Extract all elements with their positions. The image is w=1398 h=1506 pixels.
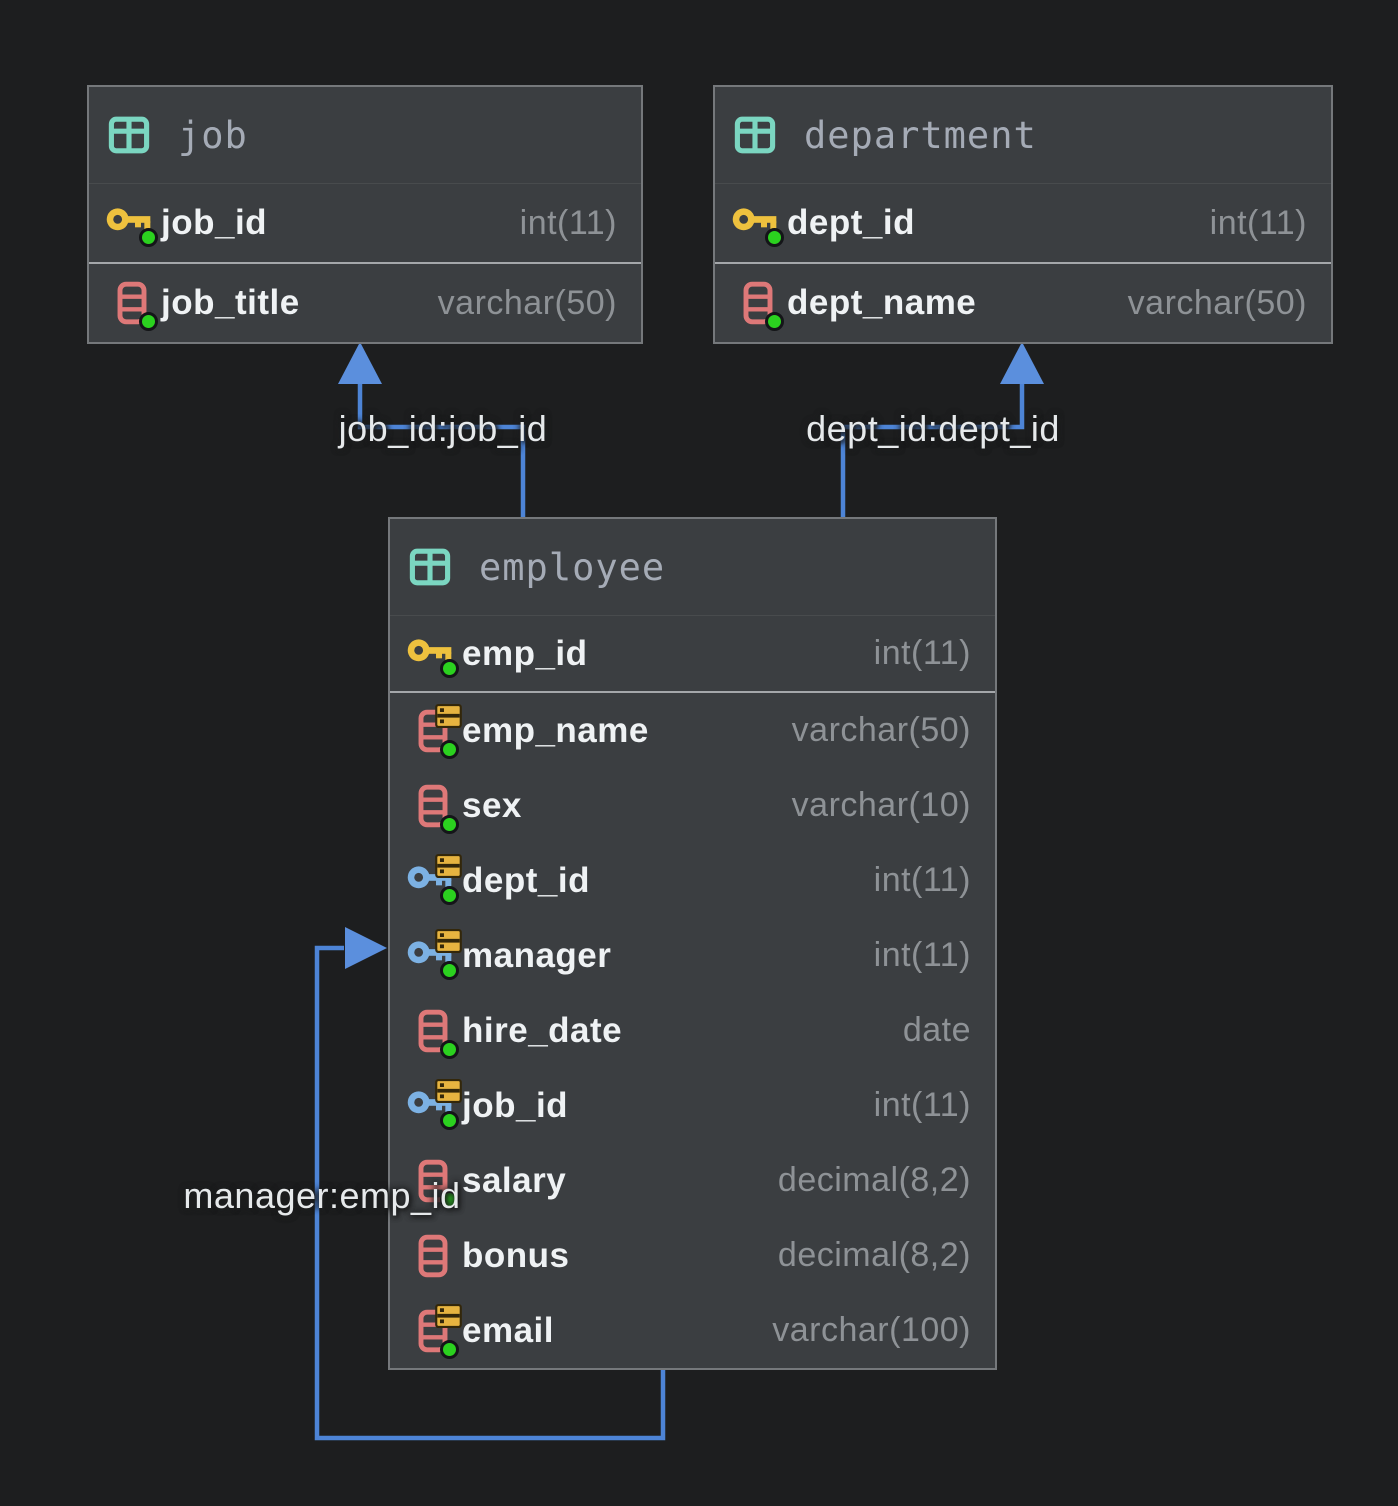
column-type: int(11) [873, 861, 971, 899]
not-null-dot [139, 312, 158, 331]
table-name: employee [479, 545, 666, 589]
column-name: dept_name [787, 283, 977, 322]
table-icon [408, 545, 452, 589]
column-icon [404, 1143, 462, 1218]
column-type: decimal(8,2) [777, 1236, 971, 1274]
column-type: varchar(100) [772, 1311, 971, 1349]
not-null-dot [139, 228, 158, 247]
column-row-sex[interactable]: sex varchar(10) [390, 768, 995, 843]
column-name: job_title [161, 283, 300, 322]
table-employee[interactable]: employee emp_id int(11) emp_name varchar… [388, 517, 997, 1370]
column-name: emp_name [462, 710, 649, 750]
not-null-dot [440, 739, 459, 759]
relation-job-line[interactable] [357, 384, 526, 519]
table-name: job [178, 113, 248, 157]
not-null-dot [440, 1110, 459, 1130]
table-department[interactable]: department dept_id int(11) dept_name var… [713, 85, 1333, 344]
relation-label-manager[interactable]: manager:emp_id [183, 1175, 461, 1216]
column-type: int(11) [1209, 203, 1307, 242]
column-type: int(11) [519, 203, 617, 242]
not-null-dot [440, 1039, 459, 1059]
table-job[interactable]: job job_id int(11) job_title varchar(50) [87, 85, 643, 344]
table-icon [733, 113, 777, 157]
column-icon [404, 1293, 462, 1368]
not-null-dot [765, 312, 784, 331]
column-icon [404, 693, 462, 768]
column-type: varchar(50) [1127, 283, 1307, 322]
column-icon [404, 1218, 462, 1293]
column-name: emp_id [462, 633, 588, 673]
column-type: int(11) [873, 936, 971, 974]
pk-separator [89, 262, 641, 264]
table-header-employee[interactable]: employee [390, 519, 995, 616]
column-row-emp_name[interactable]: emp_name varchar(50) [390, 693, 995, 768]
primary-key-icon [404, 616, 462, 691]
not-null-dot [440, 960, 459, 980]
relation-manager-arrowhead[interactable] [345, 927, 387, 969]
relation-manager-line[interactable] [314, 945, 666, 1441]
not-null-dot [440, 658, 459, 678]
not-null-dot [440, 1339, 459, 1359]
index-badge-icon [435, 854, 462, 878]
column-type: varchar(50) [437, 283, 617, 322]
table-name: department [804, 113, 1037, 157]
column-type: varchar(50) [791, 711, 971, 749]
column-row-email[interactable]: email varchar(100) [390, 1293, 995, 1368]
column-type: int(11) [873, 1086, 971, 1124]
column-row-job_title[interactable]: job_title varchar(50) [89, 264, 641, 342]
column-name: sex [462, 785, 522, 825]
column-icon [404, 993, 462, 1068]
relation-department-arrowhead[interactable] [1000, 342, 1044, 384]
column-icon [729, 264, 787, 342]
column-icon [103, 264, 161, 342]
column-row-dept_name[interactable]: dept_name varchar(50) [715, 264, 1331, 342]
primary-key-icon [729, 184, 787, 262]
column-row-job_id[interactable]: job_id int(11) [390, 1068, 995, 1143]
not-null-dot [440, 814, 459, 834]
not-null-dot [440, 885, 459, 905]
primary-key-icon [103, 184, 161, 262]
not-null-dot [765, 228, 784, 247]
table-header-department[interactable]: department [715, 87, 1331, 184]
pk-separator [390, 691, 995, 693]
column-name: job_id [161, 203, 268, 242]
relation-job-arrowhead[interactable] [338, 342, 382, 384]
column-name: manager [462, 935, 612, 975]
column-name: bonus [462, 1235, 570, 1275]
column-icon [404, 768, 462, 843]
column-name: job_id [462, 1085, 569, 1125]
table-icon [107, 113, 151, 157]
index-badge-icon [435, 1304, 462, 1328]
table-header-job[interactable]: job [89, 87, 641, 184]
relation-label-department[interactable]: dept_id:dept_id [806, 408, 1060, 449]
column-row-job_id[interactable]: job_id int(11) [89, 184, 641, 262]
column-row-dept_id[interactable]: dept_id int(11) [390, 843, 995, 918]
foreign-key-icon [404, 918, 462, 993]
index-badge-icon [435, 929, 462, 953]
column-name: hire_date [462, 1010, 623, 1050]
column-row-hire_date[interactable]: hire_date date [390, 993, 995, 1068]
column-row-emp_id[interactable]: emp_id int(11) [390, 616, 995, 691]
column-type: decimal(8,2) [777, 1161, 971, 1199]
column-row-dept_id[interactable]: dept_id int(11) [715, 184, 1331, 262]
column-type: date [902, 1011, 971, 1049]
column-name: salary [462, 1160, 567, 1200]
column-name: dept_id [462, 860, 590, 900]
relation-label-job[interactable]: job_id:job_id [338, 408, 548, 449]
foreign-key-icon [404, 1068, 462, 1143]
column-name: dept_id [787, 203, 915, 242]
not-null-dot [440, 1189, 459, 1209]
column-name: email [462, 1310, 554, 1350]
column-row-manager[interactable]: manager int(11) [390, 918, 995, 993]
foreign-key-icon [404, 843, 462, 918]
index-badge-icon [435, 1079, 462, 1103]
index-badge-icon [435, 704, 462, 728]
column-type: varchar(10) [791, 786, 971, 824]
pk-separator [715, 262, 1331, 264]
relation-department-line[interactable] [840, 384, 1025, 519]
column-row-bonus[interactable]: bonus decimal(8,2) [390, 1218, 995, 1293]
column-type: int(11) [873, 634, 971, 672]
column-row-salary[interactable]: salary decimal(8,2) [390, 1143, 995, 1218]
